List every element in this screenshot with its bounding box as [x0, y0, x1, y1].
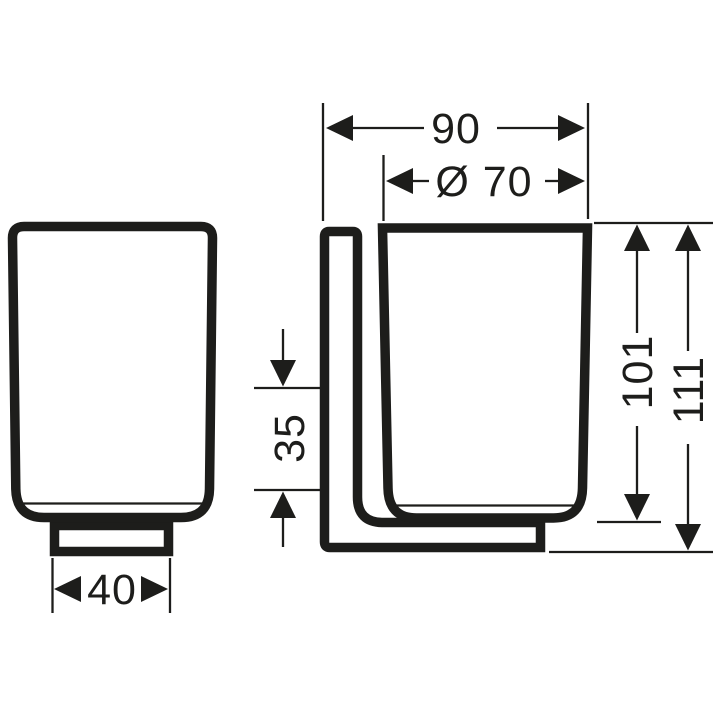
dim-label-overall-width: 90	[431, 105, 481, 153]
dimension-overall-width: 90	[321, 103, 590, 221]
glass-side-outline	[377, 223, 593, 523]
dim-arrow-left	[386, 168, 413, 194]
dim-arrow-up	[675, 224, 701, 251]
dim-arrow-left	[326, 115, 353, 141]
dimension-glass-height: 101	[594, 221, 713, 524]
glass-front-outline	[7, 221, 218, 523]
glass-base-front	[49, 520, 174, 557]
dim-arrow-right	[558, 168, 585, 194]
dim-arrow-down	[270, 360, 296, 387]
dim-label-wall-bracket-offset: 35	[266, 413, 314, 463]
dimension-diameter: Ø 70	[382, 155, 585, 221]
dim-arrow-right	[558, 115, 585, 141]
front-view: 40	[7, 221, 218, 614]
dim-label-glass-height: 101	[614, 335, 662, 410]
dim-label-base-width: 40	[87, 566, 137, 614]
dimension-wall-bracket-offset: 35	[254, 329, 320, 547]
dim-arrow-down	[675, 524, 701, 551]
dim-arrow-down	[624, 494, 650, 521]
dim-arrow-up	[624, 224, 650, 251]
dim-label-diameter: Ø 70	[435, 158, 532, 206]
side-view	[319, 223, 593, 553]
dimension-overall-height: 111	[549, 224, 713, 554]
dim-arrow-up	[270, 491, 296, 518]
dim-arrow-right	[141, 576, 168, 602]
dim-arrow-left	[54, 576, 81, 602]
dim-label-overall-height: 111	[665, 356, 713, 424]
dimension-base-width: 40	[51, 558, 172, 614]
